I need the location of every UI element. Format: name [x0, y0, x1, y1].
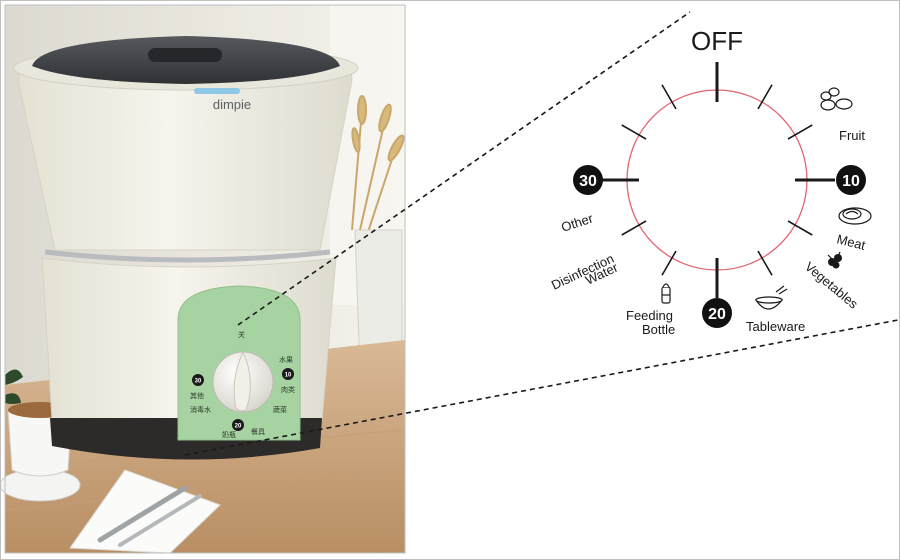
label-other: Other [559, 210, 595, 235]
sterilizer-appliance: dimpie 关 10 20 30 水果 肉类 蔬菜 餐具 [13, 36, 359, 460]
meat-plate-icon [838, 207, 872, 225]
dial-minor-tick [661, 250, 677, 276]
label-tableware: Tableware [746, 319, 805, 334]
feeding-bottle-icon [661, 283, 671, 304]
label-fruit: Fruit [839, 128, 865, 143]
panel-label-other: 其他 [190, 391, 204, 400]
panel-label-20: 20 [235, 424, 242, 430]
brand-logo: dimpie [213, 97, 251, 112]
off-label: OFF [691, 26, 743, 56]
panel-label-fruit: 水果 [279, 355, 293, 364]
lid-handle [148, 48, 222, 62]
dial-minor-tick [621, 124, 647, 140]
badge-30: 30 [573, 165, 603, 195]
badge-10-label: 10 [842, 173, 860, 190]
panel-label-vegetables: 蔬菜 [273, 405, 287, 414]
dial-minor-tick [621, 220, 647, 236]
eggs-icon [820, 87, 853, 111]
logo-accent [194, 88, 240, 94]
tableware-bowl-icon [754, 285, 788, 310]
panel-label-10: 10 [285, 373, 292, 379]
silver-band [44, 249, 331, 263]
panel-label-30: 30 [195, 379, 202, 385]
dial-minor-tick [787, 220, 813, 236]
panel-label-bottle: 奶瓶 [222, 430, 236, 439]
knob-grip[interactable] [233, 350, 251, 412]
label-vegetables: Vegetables [802, 259, 861, 312]
zoom-line-lower [184, 319, 899, 456]
badge-30-label: 30 [579, 173, 597, 190]
dial-minor-tick [757, 250, 773, 276]
panel-label-off: 关 [238, 330, 245, 339]
label-feeding-line2: Bottle [642, 322, 675, 337]
vegetables-icon [827, 251, 842, 269]
panel-label-water: 消毒水 [190, 405, 211, 414]
badge-20: 20 [702, 298, 732, 328]
label-feeding-line1: Feeding [626, 308, 673, 323]
wheat-decoration [351, 95, 405, 233]
dial-ticks [599, 62, 835, 298]
zoom-lines [184, 11, 899, 456]
dial-diagram: OFF 10 20 30 Fruit Meat Vegetables Table… [549, 26, 872, 337]
label-meat: Meat [835, 231, 867, 253]
panel-dial-labels: 关 10 20 30 水果 肉类 蔬菜 餐具 奶瓶 消毒水 其他 [190, 330, 295, 439]
panel-label-meat: 肉类 [281, 385, 295, 394]
dial-ring [626, 89, 808, 271]
dial-minor-tick [757, 84, 773, 110]
badge-10: 10 [836, 165, 866, 195]
photo-border [4, 4, 406, 554]
panel-label-tableware: 餐具 [251, 427, 265, 436]
dial-minor-tick [661, 84, 677, 110]
zoom-line-upper [237, 11, 691, 326]
badge-20-label: 20 [708, 306, 726, 323]
napkin-and-fork [69, 469, 221, 554]
plant-leaves [5, 369, 23, 404]
product-photo: dimpie 关 10 20 30 水果 肉类 蔬菜 餐具 [0, 4, 406, 554]
dial-minor-tick [787, 124, 813, 140]
